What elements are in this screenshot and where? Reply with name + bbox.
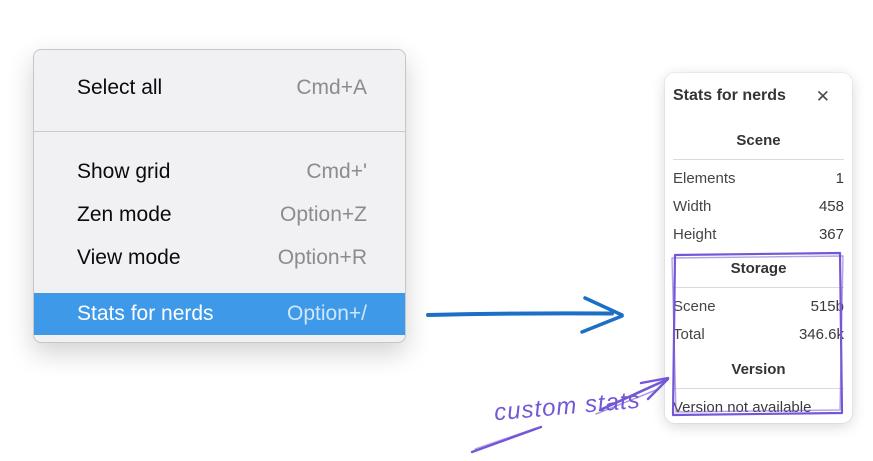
stat-label: Total	[673, 325, 705, 343]
menu-item-label: Zen mode	[77, 202, 172, 226]
pointer-arrow	[426, 296, 624, 334]
stat-value: 367	[818, 225, 844, 243]
section-divider	[673, 159, 844, 160]
stat-row-scene-storage: Scene 515b	[673, 292, 844, 320]
pointer-arrow-barb-bottom	[580, 314, 624, 334]
stats-section-scene: Scene Elements 1 Width 458 Height 367	[673, 132, 844, 248]
stat-label: Elements	[673, 169, 736, 187]
stat-row-elements: Elements 1	[673, 164, 844, 192]
stat-value: 1	[835, 169, 844, 187]
menu-item-shortcut: Option+/	[287, 302, 367, 325]
stats-panel: Stats for nerds ✕ Scene Elements 1 Width…	[665, 73, 852, 423]
section-divider	[673, 287, 844, 288]
version-note: Version not available	[673, 398, 812, 416]
stat-value: 458	[818, 197, 844, 215]
stats-panel-header: Stats for nerds ✕	[673, 83, 844, 109]
menu-item-select-all[interactable]: Select all Cmd+A	[34, 66, 405, 109]
stat-row-height: Height 367	[673, 220, 844, 248]
menu-item-shortcut: Cmd+'	[306, 159, 367, 183]
context-menu: Select all Cmd+A Show grid Cmd+' Zen mod…	[33, 49, 406, 343]
stat-row-total-storage: Total 346.6k	[673, 320, 844, 348]
annotation-arrow-tail-2	[474, 427, 537, 450]
stat-label: Scene	[673, 297, 716, 315]
section-heading: Scene	[736, 132, 781, 149]
menu-item-shortcut: Option+Z	[280, 202, 367, 226]
section-heading: Version	[731, 361, 786, 378]
section-heading: Storage	[730, 260, 787, 277]
menu-item-view-mode[interactable]: View mode Option+R	[34, 236, 405, 279]
menu-item-show-grid[interactable]: Show grid Cmd+'	[34, 150, 405, 193]
stats-section-storage: Storage Scene 515b Total 346.6k	[673, 260, 844, 348]
stat-label: Height	[673, 225, 717, 243]
close-icon[interactable]: ✕	[815, 86, 830, 106]
annotation-label: custom stats	[493, 386, 642, 427]
stat-value: 346.6k	[798, 325, 844, 343]
menu-separator	[34, 131, 405, 132]
menu-item-shortcut: Cmd+A	[296, 75, 367, 99]
stat-value: 515b	[810, 297, 844, 315]
menu-item-zen-mode[interactable]: Zen mode Option+Z	[34, 193, 405, 236]
stat-label: Width	[673, 197, 712, 215]
menu-item-label: Show grid	[77, 159, 171, 183]
annotation-arrow-barb-left	[639, 376, 670, 385]
stat-row-width: Width 458	[673, 192, 844, 220]
pointer-arrow-shaft	[426, 311, 614, 317]
section-divider	[673, 388, 844, 389]
menu-item-shortcut: Option+R	[277, 245, 367, 269]
menu-item-label: View mode	[77, 245, 181, 269]
stats-section-version: Version Version not available	[673, 361, 844, 420]
stats-panel-title: Stats for nerds	[673, 87, 786, 104]
menu-item-label: Select all	[77, 75, 163, 99]
menu-item-stats-for-nerds[interactable]: Stats for nerds Option+/	[34, 293, 405, 335]
menu-item-label: Stats for nerds	[77, 302, 214, 325]
pointer-arrow-barb-top	[583, 296, 624, 317]
annotation-arrow-tail	[470, 425, 543, 454]
